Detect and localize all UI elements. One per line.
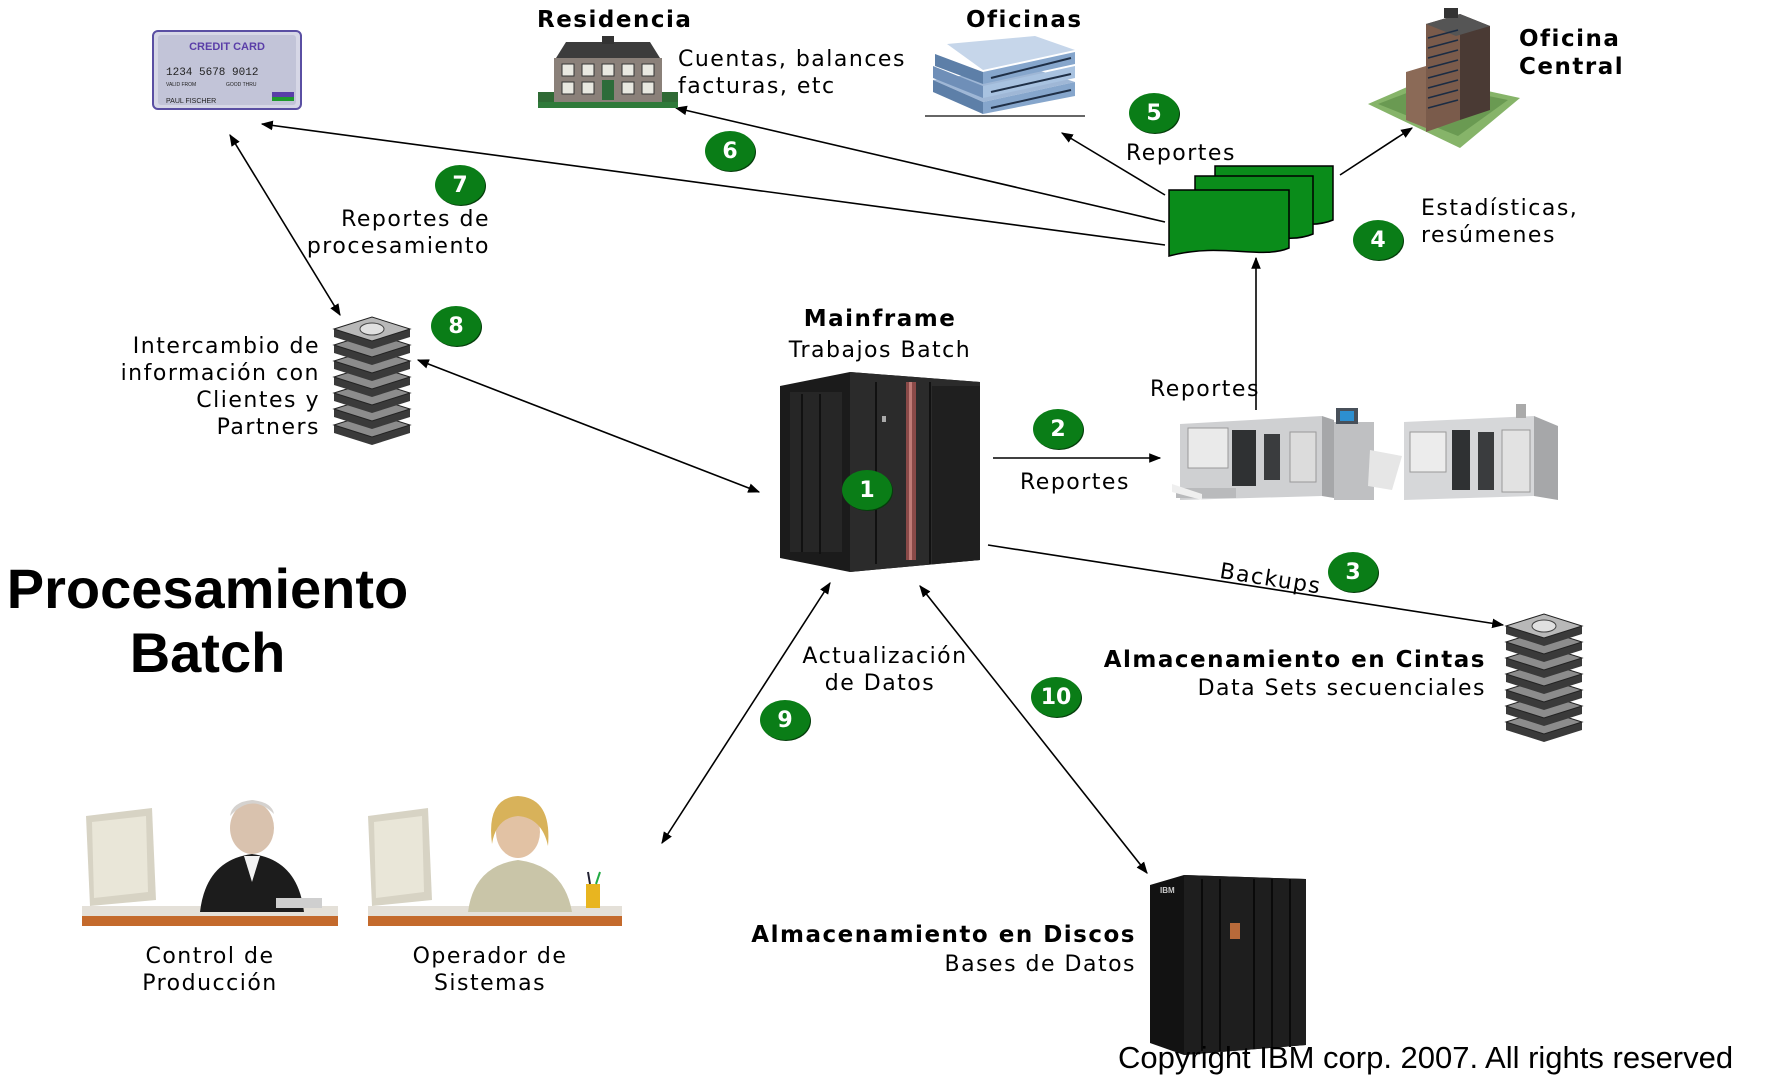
residencia-desc-line2: facturas, etc: [678, 74, 836, 99]
cintas-subtitle: Data Sets secuenciales: [1197, 676, 1486, 701]
reportes-proc-line2: procesamiento: [306, 234, 490, 259]
residencia-title: Residencia: [537, 7, 693, 33]
arrow-reports-to-residencia: [674, 105, 1166, 223]
printer-reportes-arrow: Reportes: [1020, 470, 1130, 495]
page-title: Procesamiento Batch: [0, 557, 415, 685]
svg-text:VALID FROM: VALID FROM: [166, 82, 196, 88]
intercambio-line3: Clientes y: [196, 388, 320, 413]
residencia-desc-line1: Cuentas, balances: [678, 47, 906, 72]
step-badge-10: 10: [1031, 677, 1081, 717]
production-control-photo: [82, 788, 338, 926]
arrow-reports-to-oficinas: [1060, 132, 1166, 196]
credit-card-image: CREDIT CARD 1234 5678 9012 VALID FROM GO…: [152, 30, 302, 110]
step-badge-2: 2: [1033, 409, 1083, 449]
credit-card-name: PAUL FISCHER: [166, 98, 216, 105]
arrow-creditcard-tape: [229, 133, 341, 317]
estadisticas-line1: Estadísticas,: [1421, 196, 1579, 221]
tape-stack-backup-icon: [1502, 612, 1586, 746]
step-badge-8: 8: [431, 306, 481, 346]
office-building-icon: [925, 36, 1085, 118]
printer-reportes-top: Reportes: [1150, 377, 1260, 402]
intercambio-line2: información con: [120, 361, 320, 386]
credit-card-number: 1234 5678 9012: [166, 67, 258, 79]
step-badge-4: 4: [1353, 220, 1403, 260]
actualizacion-line2: de Datos: [824, 671, 936, 696]
system-operator-photo: [368, 788, 622, 926]
arrow-mainframe-operators: [661, 581, 831, 845]
printer-systems-icon: [1172, 404, 1562, 508]
oficina-central-line2: Central: [1519, 54, 1625, 80]
estadisticas-line2: resúmenes: [1421, 223, 1556, 248]
actualizacion-line1: Actualización: [802, 644, 968, 669]
arrow-reports-to-central: [1339, 127, 1414, 176]
copyright-notice: Copyright IBM corp. 2007. All rights res…: [1118, 1040, 1734, 1075]
arrow-tape-mainframe: [416, 359, 761, 493]
credit-card-header: CREDIT CARD: [189, 41, 265, 53]
step-badge-3: 3: [1328, 552, 1378, 592]
oficina-central-line1: Oficina: [1519, 26, 1621, 52]
discos-title: Almacenamiento en Discos: [751, 922, 1136, 948]
oficinas-title: Oficinas: [966, 7, 1083, 33]
step-badge-5: 5: [1129, 93, 1179, 133]
intercambio-line1: Intercambio de: [132, 334, 320, 359]
headquarters-tower-icon: [1368, 8, 1520, 148]
step-badge-7: 7: [435, 165, 485, 205]
control-line1: Control de: [145, 944, 275, 969]
discos-subtitle: Bases de Datos: [944, 952, 1136, 977]
step-badge-6: 6: [705, 131, 755, 171]
control-line2: Producción: [142, 971, 278, 996]
page-title-line2: Batch: [129, 621, 286, 684]
svg-text:GOOD THRU: GOOD THRU: [226, 82, 257, 88]
oficinas-reportes-label: Reportes: [1126, 141, 1236, 166]
arrow-mainframe-backup: [987, 544, 1505, 629]
operador-line1: Operador de: [412, 944, 568, 969]
cintas-title: Almacenamiento en Cintas: [1103, 647, 1486, 673]
report-documents-icon: [1165, 160, 1335, 260]
disk-storage-icon: IBM: [1150, 875, 1310, 1055]
tape-stack-clients-icon: [330, 315, 414, 449]
operador-line2: Sistemas: [433, 971, 547, 996]
arrow-reports-to-creditcard: [260, 120, 1166, 246]
step-badge-9: 9: [760, 700, 810, 740]
house-icon: [538, 34, 678, 108]
intercambio-line4: Partners: [216, 415, 320, 440]
mainframe-title: Mainframe: [803, 306, 957, 332]
ibm-logo: IBM: [1160, 886, 1175, 895]
mainframe-icon: [780, 372, 990, 572]
arrow-mainframe-disks: [919, 585, 1148, 874]
page-title-line1: Procesamiento: [6, 557, 409, 620]
reportes-proc-line1: Reportes de: [341, 207, 490, 232]
mainframe-subtitle: Trabajos Batch: [788, 338, 972, 363]
step-badge-1: 1: [842, 470, 892, 510]
